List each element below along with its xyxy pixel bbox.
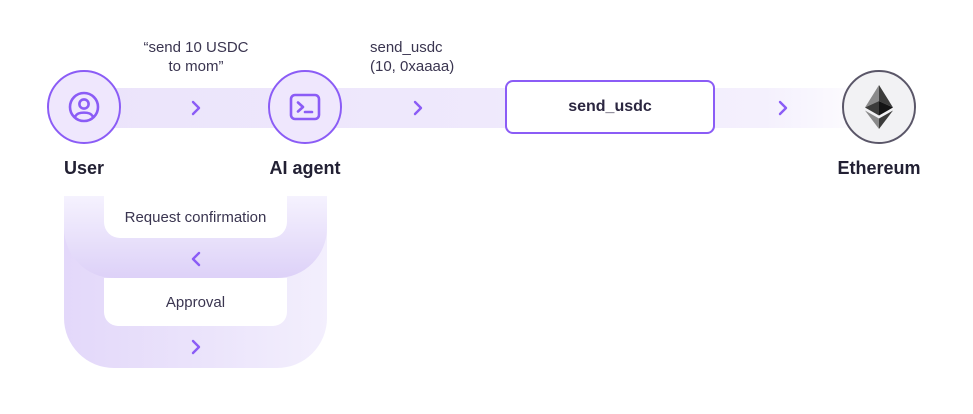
send-usdc-function-label: send_usdc bbox=[568, 98, 652, 115]
chevron-right-icon bbox=[191, 339, 201, 355]
user-node bbox=[47, 70, 121, 144]
chevron-left-icon bbox=[191, 251, 201, 267]
user-request-line-2: to mom” bbox=[168, 58, 224, 75]
agent-call-line-2: (10, 0xaaaa) bbox=[370, 58, 455, 75]
ai-agent-node-label: AI agent bbox=[269, 158, 341, 178]
user-node-label: User bbox=[63, 158, 105, 178]
chevron-right-icon bbox=[778, 100, 788, 116]
approval-label: Approval bbox=[165, 293, 226, 311]
request-confirmation-label: Request confirmation bbox=[124, 208, 267, 226]
chevron-right-icon bbox=[413, 100, 423, 116]
approval-pill: Approval bbox=[104, 278, 287, 326]
user-circle-icon bbox=[68, 91, 100, 123]
send-usdc-function-box: send_usdc bbox=[505, 80, 715, 134]
ai-agent-node bbox=[268, 70, 342, 144]
flow-track bbox=[84, 88, 884, 128]
ethereum-logo-icon bbox=[865, 85, 893, 129]
request-confirmation-pill: Request confirmation bbox=[104, 196, 287, 238]
ethereum-node-label: Ethereum bbox=[837, 158, 921, 178]
ethereum-node bbox=[842, 70, 916, 144]
agent-call-line-1: send_usdc bbox=[370, 39, 443, 56]
chevron-right-icon bbox=[191, 100, 201, 116]
agent-call-caption: send_usdc (10, 0xaaaa) bbox=[370, 38, 454, 76]
user-request-line-1: “send 10 USDC bbox=[143, 39, 249, 56]
user-request-caption: “send 10 USDC to mom” bbox=[136, 38, 256, 76]
terminal-icon bbox=[289, 93, 321, 121]
